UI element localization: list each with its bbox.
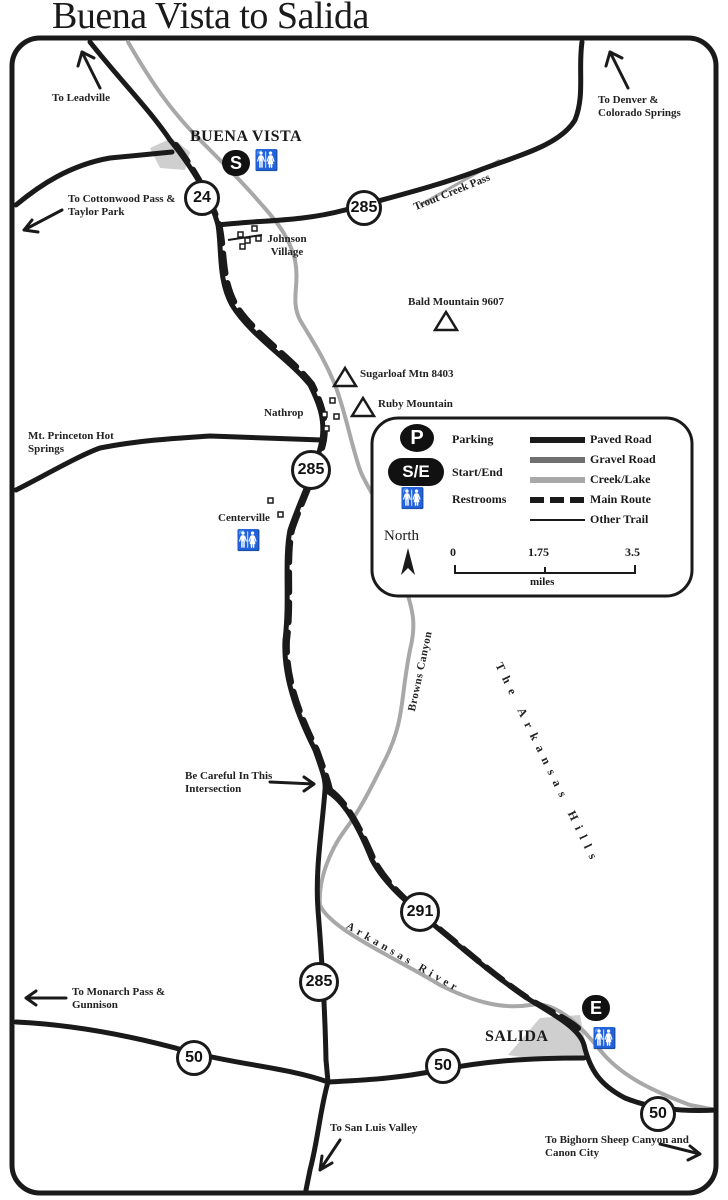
label-to-denver: To Denver & Colorado Springs xyxy=(598,94,698,120)
building-square xyxy=(239,243,246,250)
label-to-san-luis: To San Luis Valley xyxy=(330,1122,418,1134)
scale-bar xyxy=(454,565,636,574)
monarch-text: To Monarch Pass & Gunnison xyxy=(72,986,166,1012)
legend-restroom-icon: 🚻 xyxy=(400,486,425,510)
road-san-luis xyxy=(303,1079,331,1193)
restroom-icon: 🚻 xyxy=(592,1026,617,1050)
road-to-leadville xyxy=(87,39,173,143)
arrow-careful-icon xyxy=(268,775,316,793)
arrow-denver-icon xyxy=(604,50,630,90)
town-salida: SALIDA xyxy=(485,1028,549,1045)
label-to-bighorn: To Bighorn Sheep Canyon and Canon City xyxy=(545,1134,715,1160)
legend-creek-label: Creek/Lake xyxy=(590,472,651,486)
legend-parking-label: Parking xyxy=(452,432,494,446)
road-50-southeast xyxy=(581,1042,719,1113)
legend-startend-symbol: S/E xyxy=(388,458,444,486)
highway-50-shield: 50 xyxy=(425,1048,461,1084)
legend-box xyxy=(370,416,694,598)
building-square xyxy=(237,231,244,238)
label-to-leadville: To Leadville xyxy=(52,92,110,104)
bald-mountain-icon xyxy=(432,309,460,332)
arrow-leadville-icon xyxy=(76,50,102,90)
building-square xyxy=(323,425,330,432)
label-ruby-mountain: Ruby Mountain xyxy=(378,398,453,410)
restroom-icon: 🚻 xyxy=(254,148,279,172)
highway-24-shield: 24 xyxy=(184,180,220,216)
label-bald-mountain: Bald Mountain 9607 xyxy=(408,296,508,309)
building-square xyxy=(267,497,274,504)
label-sugarloaf: Sugarloaf Mtn 8403 xyxy=(360,368,454,380)
building-square xyxy=(329,397,336,404)
scale-label-max: 3.5 xyxy=(625,545,640,559)
legend-startend-label: Start/End xyxy=(452,465,503,479)
scale-label-0: 0 xyxy=(450,545,456,559)
main-route-291 xyxy=(327,787,583,1033)
denver-text: To Denver & Colorado Springs xyxy=(598,94,681,120)
north-arrow-icon xyxy=(401,548,415,575)
label-nathrop: Nathrop xyxy=(264,407,304,419)
arrow-san-luis-icon xyxy=(318,1138,342,1172)
arrow-bighorn-icon xyxy=(658,1142,702,1162)
sugarloaf-icon xyxy=(331,365,359,388)
building-square xyxy=(321,411,328,418)
arrow-monarch-icon xyxy=(24,989,68,1007)
label-careful: Be Careful In This Intersection xyxy=(185,770,280,796)
legend-gravel-label: Gravel Road xyxy=(590,452,656,466)
label-to-monarch: To Monarch Pass & Gunnison xyxy=(72,986,182,1012)
bighorn-text: To Bighorn Sheep Canyon and Canon City xyxy=(545,1134,689,1160)
map-title: Buena Vista to Salida xyxy=(52,0,369,37)
scale-label-mid: 1.75 xyxy=(528,545,549,559)
start-marker: S xyxy=(222,150,250,176)
princeton-text: Mt. Princeton Hot Springs xyxy=(28,430,114,456)
arrow-cottonwood-icon xyxy=(22,208,64,234)
label-johnson-village: Johnson Village xyxy=(262,233,312,259)
highway-291-shield: 291 xyxy=(400,892,440,932)
careful-text: Be Careful In This Intersection xyxy=(185,770,273,796)
building-square xyxy=(255,235,262,242)
road-princeton xyxy=(13,433,325,493)
label-princeton: Mt. Princeton Hot Springs xyxy=(28,430,124,456)
legend-paved-label: Paved Road xyxy=(590,432,652,446)
legend-restrooms-label: Restrooms xyxy=(452,492,507,506)
legend-parking-symbol: P xyxy=(400,424,434,452)
restroom-icon: 🚻 xyxy=(236,528,261,552)
bald-mountain-text: Bald Mountain 9607 xyxy=(408,296,504,308)
main-route-285 xyxy=(173,142,333,793)
highway-50-shield: 50 xyxy=(176,1040,212,1076)
legend-north-label: North xyxy=(384,528,419,544)
arkansas-river xyxy=(126,40,718,1112)
label-to-cottonwood: To Cottonwood Pass & Taylor Park xyxy=(68,193,188,219)
highway-285-shield: 285 xyxy=(299,962,339,1002)
map-frame xyxy=(9,35,719,1196)
road-285-east xyxy=(215,39,585,228)
cottonwood-text: To Cottonwood Pass & Taylor Park xyxy=(68,193,176,219)
scale-unit-label: miles xyxy=(530,576,555,588)
highway-285-shield: 285 xyxy=(291,450,331,490)
building-square xyxy=(244,237,251,244)
town-buena-vista: BUENA VISTA xyxy=(190,128,303,145)
legend-other-trail-label: Other Trail xyxy=(590,512,649,526)
highway-50-shield: 50 xyxy=(640,1096,676,1132)
highway-285-shield: 285 xyxy=(346,190,382,226)
legend-main-route-label: Main Route xyxy=(590,492,651,506)
end-marker: E xyxy=(582,995,610,1021)
johnson-village-text: Johnson Village xyxy=(267,233,307,259)
ruby-mountain-icon xyxy=(349,395,377,418)
building-square xyxy=(277,511,284,518)
building-square xyxy=(251,225,258,232)
building-square xyxy=(333,413,340,420)
road-24-west xyxy=(13,149,175,208)
label-centerville: Centerville xyxy=(218,512,270,524)
